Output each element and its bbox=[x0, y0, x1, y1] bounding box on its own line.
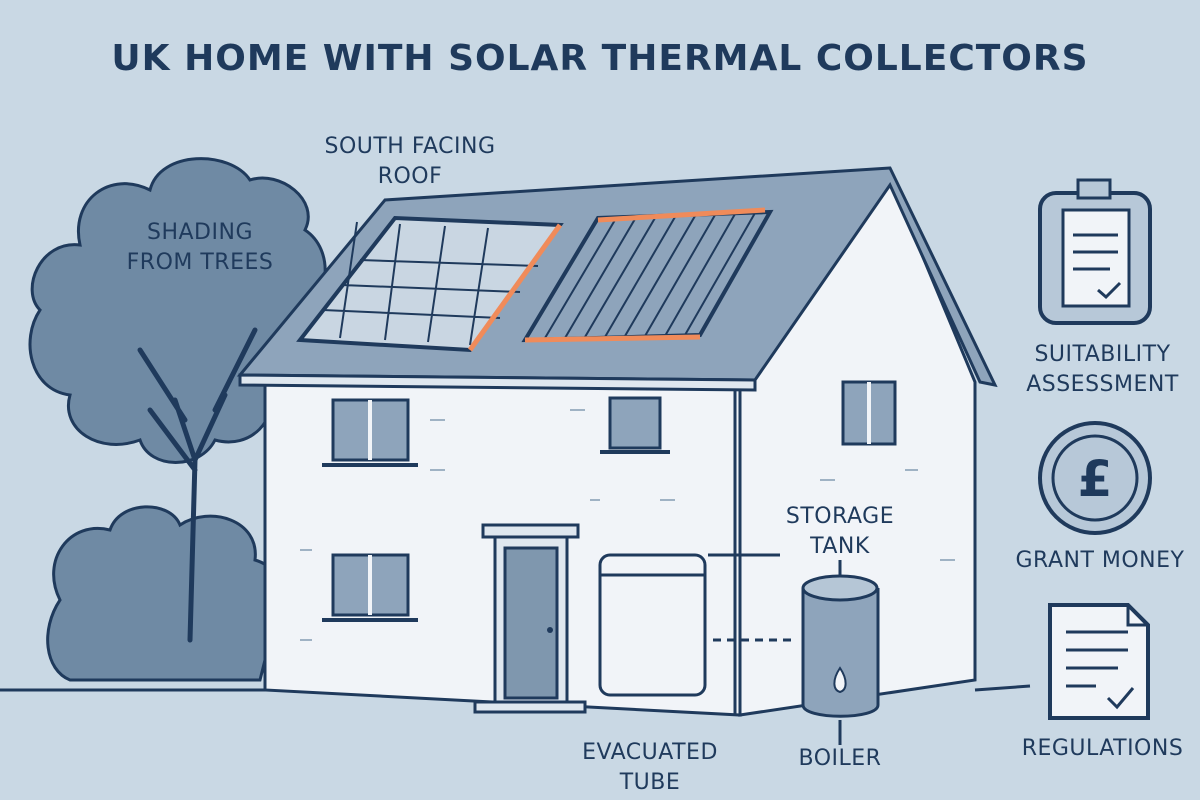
page-title: UK HOME WITH SOLAR THERMAL COLLECTORS bbox=[111, 38, 1089, 79]
boiler-shape bbox=[801, 560, 880, 745]
grant-money-label: GRANT MONEY bbox=[1015, 548, 1185, 573]
svg-text:£: £ bbox=[1078, 450, 1113, 508]
south-facing-roof-label: SOUTH FACING ROOF bbox=[324, 134, 496, 189]
suitability-assessment-label: SUITABILITY ASSESSMENT bbox=[1026, 342, 1179, 397]
thermal-collector bbox=[521, 207, 774, 343]
boiler-label: BOILER bbox=[798, 746, 882, 771]
evacuated-tube-label: EVACUATED TUBE bbox=[582, 740, 718, 795]
storage-tank-label: STORAGE TANK bbox=[785, 504, 895, 559]
front-door bbox=[473, 523, 587, 714]
ground-line bbox=[0, 684, 1031, 692]
windows bbox=[322, 380, 897, 622]
storage-tank-shape bbox=[598, 553, 707, 697]
pound-coin-icon: £ bbox=[1038, 421, 1152, 535]
pv-panel bbox=[296, 215, 564, 353]
clipboard-check-icon bbox=[1038, 178, 1152, 325]
document-check-icon bbox=[1048, 603, 1150, 720]
shading-from-trees-label: SHADING FROM TREES bbox=[126, 220, 274, 275]
regulations-label: REGULATIONS bbox=[1021, 736, 1184, 761]
